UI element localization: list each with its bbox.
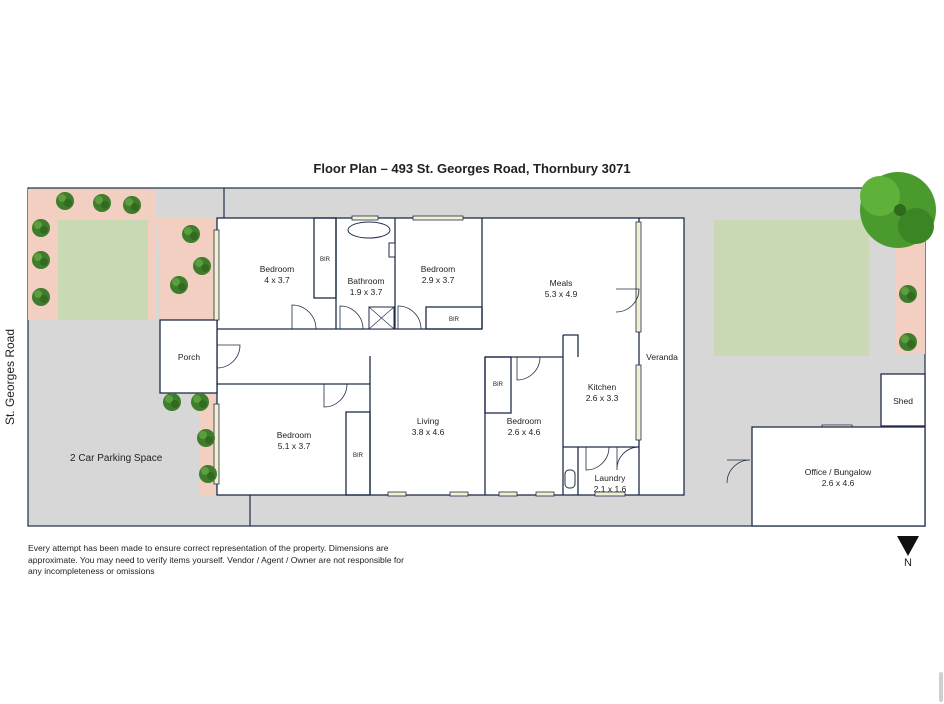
shrub-icon	[197, 429, 215, 447]
shrubs	[32, 192, 917, 483]
north-letter: N	[904, 557, 912, 569]
bir-label: BIR	[448, 317, 460, 323]
tree-icon	[860, 172, 936, 248]
shrub-icon	[899, 285, 917, 303]
office-outline	[751, 426, 926, 527]
shrub-icon	[56, 192, 74, 210]
shrub-icon	[899, 333, 917, 351]
shrub-icon	[32, 219, 50, 237]
shed-outline	[880, 373, 926, 427]
bir-label: BIR	[352, 453, 364, 459]
north-indicator: N	[897, 536, 919, 569]
house-outline	[216, 217, 685, 496]
disclaimer-text: Every attempt has been made to ensure co…	[28, 543, 404, 576]
bir-label: BIR	[319, 257, 331, 263]
shrub-icon	[182, 225, 200, 243]
north-arrow-icon	[897, 536, 919, 556]
shrub-icon	[170, 276, 188, 294]
toilet	[564, 469, 576, 489]
room-shed: Shed	[893, 396, 913, 406]
shrub-icon	[193, 257, 211, 275]
shrub-icon	[93, 194, 111, 212]
back-lawn	[714, 220, 869, 356]
room-porch: Porch	[177, 352, 201, 362]
windows	[213, 215, 853, 497]
shrub-icon	[123, 196, 141, 214]
doors	[216, 288, 751, 484]
street-label: St. Georges Road	[3, 328, 17, 426]
plan-title: Floor Plan – 493 St. Georges Road, Thorn…	[313, 161, 631, 176]
vanity	[388, 242, 396, 258]
parking-label: 2 Car Parking Space	[70, 453, 163, 464]
shrub-icon	[191, 393, 209, 411]
bathtub	[347, 221, 391, 239]
room-veranda: Veranda	[646, 352, 678, 362]
scrollbar[interactable]	[939, 672, 943, 702]
shrub-icon	[199, 465, 217, 483]
front-lawn	[58, 220, 148, 320]
shrub-icon	[32, 251, 50, 269]
shrub-icon	[32, 288, 50, 306]
porch-outline	[159, 319, 218, 394]
shrub-icon	[163, 393, 181, 411]
bir-label: BIR	[492, 382, 504, 388]
